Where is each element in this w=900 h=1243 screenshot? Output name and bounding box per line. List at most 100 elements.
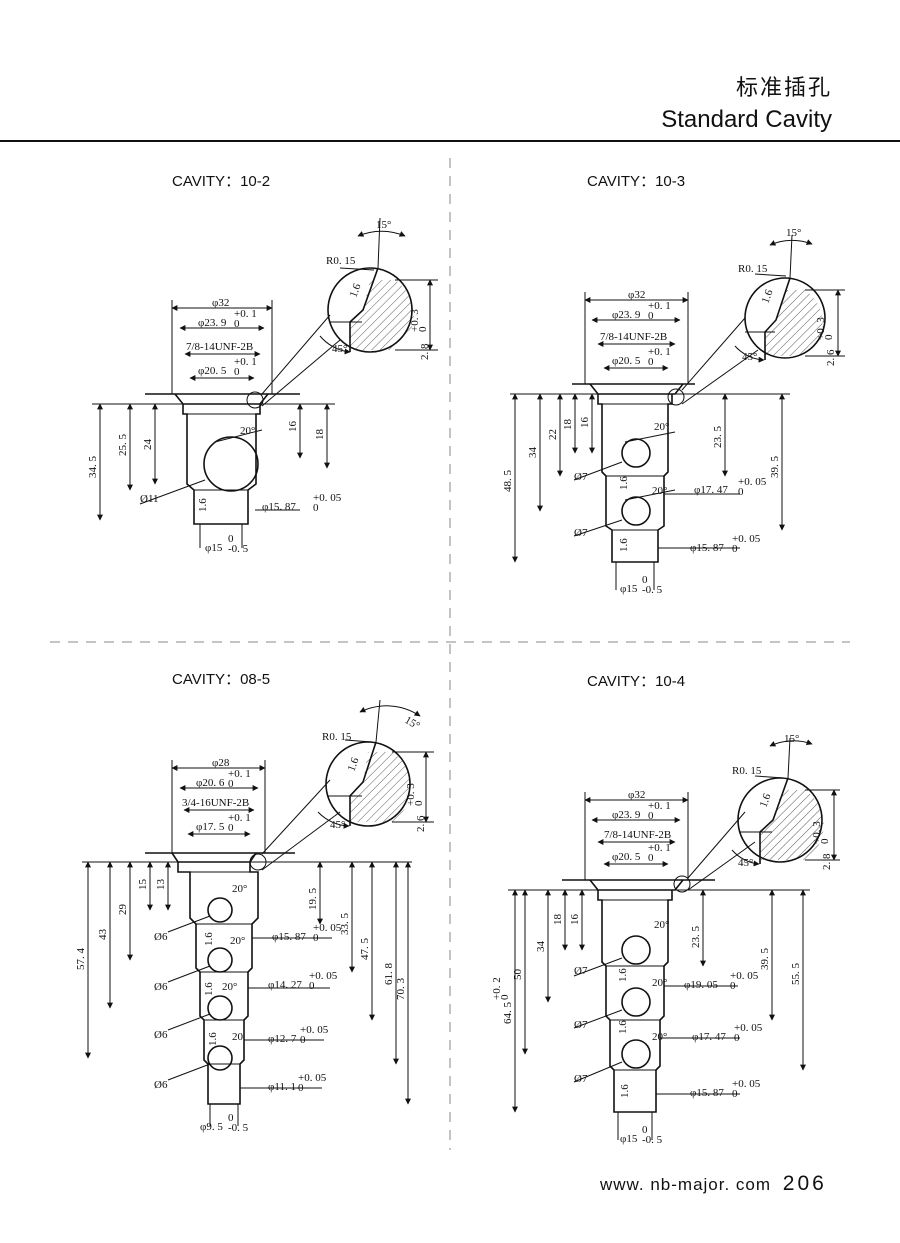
dimension-label: φ23. 9 — [198, 317, 227, 329]
dimension-label: 2. 8 — [821, 853, 833, 870]
dimension-label: 50 — [512, 969, 524, 981]
dimension-label: φ23. 9 — [612, 309, 641, 321]
dimension-label: 0 — [228, 533, 234, 545]
dimension-label: 0 — [234, 366, 240, 378]
dimension-label: 16 — [287, 421, 299, 433]
dimension-label: φ15 — [205, 542, 223, 554]
panel-cavity-10-4: CAVITY：10-4 φ32 φ23. 9 +0. 1 — [491, 673, 840, 1146]
dimension-label: +0. 1 — [648, 346, 671, 358]
dimension-label: 1.6 — [207, 1032, 219, 1046]
dimension-label: 23. 5 — [712, 426, 724, 449]
dimension-label: φ17. 5 — [196, 821, 225, 833]
dimension-label: 0 — [228, 778, 234, 790]
dimension-label: -0. 5 — [642, 584, 663, 596]
dimension-label: 24 — [142, 439, 154, 451]
dimension-label: 55. 5 — [790, 963, 802, 986]
dimension-label: Ø7 — [574, 527, 588, 539]
dimension-label: 0 — [648, 810, 654, 822]
dimension-label: 20° — [652, 1031, 667, 1043]
dimension-label: 1.6 — [203, 932, 215, 946]
detail-callout: R0. 15 15° 45° 2. 6 +0. 3 0 1.6 — [317, 699, 434, 832]
dimension-label: Ø6 — [154, 1079, 168, 1091]
dimension-label: 20° — [652, 485, 667, 497]
dimension-label: 0 — [648, 310, 654, 322]
dimension-label: +0. 1 — [648, 800, 671, 812]
detail-callout: R0. 15 15° 45° 2. 8 +0. 3 0 1.6 — [319, 217, 438, 360]
dimension-label: 1.6 — [618, 538, 630, 552]
dimension-label: +0. 05 — [730, 970, 759, 982]
dimension-label: -0. 5 — [228, 543, 249, 555]
dimension-label: 0 — [228, 1112, 234, 1124]
dimension-label: 13 — [155, 879, 167, 891]
dimension-label: φ15. 87 — [690, 1087, 724, 1099]
dimension-label: 2. 8 — [419, 343, 431, 360]
dimension-label: +0. 05 — [300, 1024, 329, 1036]
dimension-label: φ28 — [212, 757, 230, 769]
dimension-label: 16 — [579, 417, 591, 429]
dimension-label: 61. 8 — [383, 963, 395, 986]
dimension-label: φ23. 9 — [612, 809, 641, 821]
dimension-label: 1.6 — [346, 756, 362, 773]
dimension-label: 2. 6 — [415, 815, 427, 832]
dimension-label: 15° — [376, 219, 391, 231]
dimension-label: 0 — [642, 574, 648, 586]
dimension-label: φ14. 27 — [268, 979, 302, 991]
dimension-label: 20° — [652, 977, 667, 989]
dimension-label: 0 — [298, 1082, 304, 1094]
dimension-label: φ32 — [628, 289, 645, 301]
dimension-label: φ32 — [212, 297, 229, 309]
dimension-label: +0. 1 — [234, 308, 257, 320]
dimension-label: +0. 3 — [409, 309, 421, 332]
dimension-label: 0 — [738, 486, 744, 498]
dimension-label: 0 — [499, 994, 511, 1000]
panel-cavity-10-2: CAVITY：10-2 φ32 φ23. 9 +0. 1 0 7/8-14UNF… — [87, 173, 438, 555]
dimension-label: 0 — [732, 1088, 738, 1100]
dimension-label: 0 — [413, 800, 425, 806]
dimension-label: 1.6 — [760, 288, 776, 305]
dimension-label: 29 — [117, 904, 129, 916]
dimension-label: 1.6 — [197, 498, 209, 512]
dimension-label: 45° — [738, 857, 753, 869]
dimension-label: 15° — [786, 227, 801, 239]
panel-title: CAVITY：10-3 — [587, 173, 685, 190]
dimension-label: Ø7 — [574, 471, 588, 483]
dimension-label: 15 — [137, 879, 149, 891]
dimension-label: 1.6 — [618, 476, 630, 490]
footer: www. nb-major. com 206 — [600, 1172, 827, 1196]
dimension-label: Ø7 — [574, 1073, 588, 1085]
dimension-label: 0 — [234, 318, 240, 330]
dimension-label: 20° — [222, 981, 237, 993]
dimension-label: φ19. 05 — [684, 979, 718, 991]
dimension-label: +0. 2 — [491, 977, 503, 1000]
page-number: 206 — [782, 1172, 827, 1195]
detail-callout: R0. 15 15° 45° 2. 8 +0. 3 0 1.6 — [731, 733, 840, 870]
dimension-label: 34 — [535, 941, 547, 953]
dimension-label: -0. 5 — [642, 1134, 663, 1146]
dimension-label: 47. 5 — [359, 938, 371, 961]
dimension-label: 20° — [230, 935, 245, 947]
dimension-label: +0. 1 — [648, 842, 671, 854]
dimension-label: 39. 5 — [769, 456, 781, 479]
dimension-label: +0. 05 — [313, 492, 342, 504]
dimension-label: Ø6 — [154, 1029, 168, 1041]
dimension-label: 1.6 — [617, 1020, 629, 1034]
dimension-label: 0 — [642, 1124, 648, 1136]
dimension-label: 39. 5 — [759, 948, 771, 971]
dimension-label: R0. 15 — [326, 255, 356, 267]
dimension-label: φ15 — [620, 1133, 638, 1145]
dimension-label: 18 — [552, 914, 564, 926]
dimension-label: +0. 3 — [815, 317, 827, 340]
dimension-label: φ15. 87 — [272, 931, 306, 943]
dimension-label: φ20. 6 — [196, 777, 225, 789]
dimension-label: R0. 15 — [738, 263, 768, 275]
dimension-label: +0. 1 — [648, 300, 671, 312]
dimension-label: -0. 5 — [228, 1122, 249, 1134]
panel-cavity-08-5: CAVITY：08-5 φ28 φ20. 6 — [75, 671, 434, 1134]
dimension-label: φ12. 7 — [268, 1033, 297, 1045]
dimension-label: 15° — [784, 733, 799, 745]
dimension-label: 19. 5 — [307, 888, 319, 911]
dimension-label: φ11. 1 — [268, 1081, 296, 1093]
dimension-label: 34 — [527, 447, 539, 459]
dimension-label: 0 — [309, 980, 315, 992]
